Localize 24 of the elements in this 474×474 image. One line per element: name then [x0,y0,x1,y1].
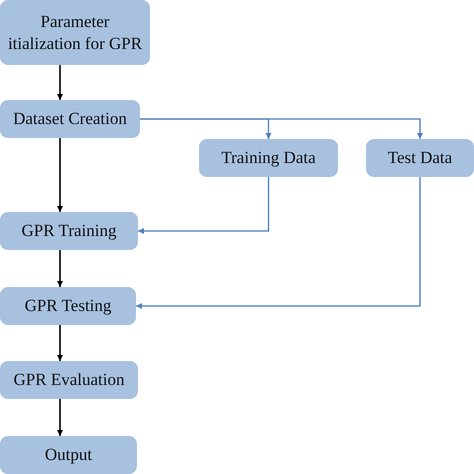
box-label: GPR Testing [24,295,112,317]
arrow [138,177,270,234]
arrow [57,399,63,436]
process-box [0,212,138,250]
box-label: GPR Training [22,220,116,242]
box-label: Training Data [221,147,316,169]
arrow [57,65,63,100]
process-box [366,139,474,177]
box-label: Parameter itialization for GPR [6,11,144,54]
box-label: Test Data [388,147,452,169]
process-box [0,100,140,138]
process-box [0,436,137,474]
process-box [0,0,150,65]
box-label: GPR Evaluation [14,369,124,391]
arrow [136,177,421,309]
process-box [199,139,338,177]
arrow [140,118,423,139]
process-box [0,287,136,325]
arrow [57,325,63,361]
box-label: Dataset Creation [13,108,127,130]
arrow [57,250,63,287]
arrow [57,138,63,212]
box-label: Output [44,444,92,466]
process-box [0,361,138,399]
